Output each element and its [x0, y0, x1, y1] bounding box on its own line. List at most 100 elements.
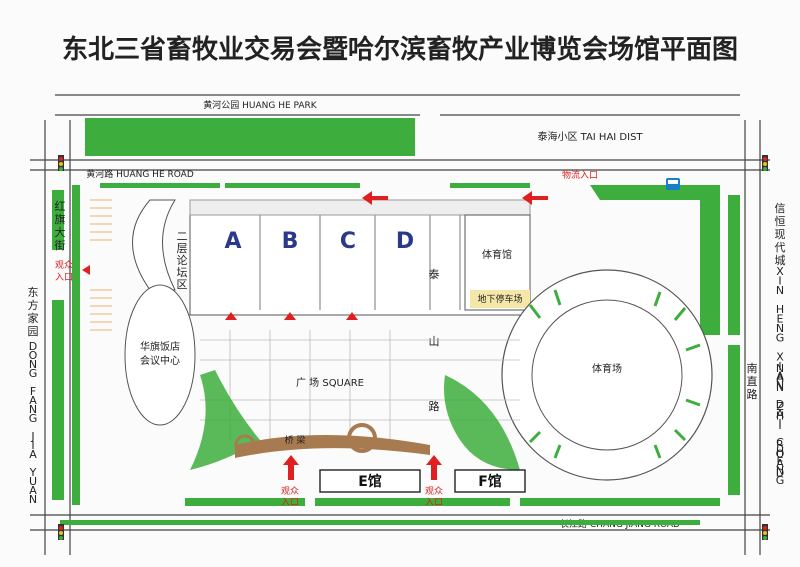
- xinheng_en-letter: G: [776, 332, 785, 345]
- top-green-strip-2: [225, 183, 360, 188]
- dongfang-cn-label: 东 方 家 园: [28, 286, 39, 338]
- entry-arrow-top-left: [362, 191, 388, 205]
- svg-text:街: 街: [55, 238, 66, 252]
- left-green-strip-inner: [72, 185, 80, 505]
- xinheng_en-letter: A: [776, 408, 784, 421]
- svg-text:二: 二: [177, 230, 188, 243]
- huanghe-road-label: 黄河路 HUANG HE ROAD: [86, 168, 194, 180]
- stadium-inner: [531, 299, 683, 451]
- xinheng_en-letter: G: [776, 474, 785, 487]
- dongfang_en-letter: D: [29, 340, 37, 353]
- nanzhi-cn-label: 南 直 路: [747, 362, 758, 401]
- left-visitor-entrance-label-1: 观众: [55, 260, 73, 271]
- xinheng_en-letter: C: [776, 436, 784, 449]
- nanzhi-en-label: NAN ZHI ROAD: [776, 362, 785, 480]
- xinheng_en-letter: H: [776, 303, 784, 316]
- xinheng_en-letter: N: [776, 322, 784, 335]
- hall-c-label: C: [340, 229, 356, 254]
- bottom-visitor-entrance-1-label-2: 入口: [281, 497, 299, 508]
- nanzhi_en-letter: R: [776, 438, 784, 451]
- svg-text:红: 红: [55, 200, 66, 213]
- stadium-label: 体育场: [592, 362, 622, 375]
- taishan-road-label: 泰 山 路: [429, 267, 440, 413]
- svg-text:信: 信: [775, 202, 786, 215]
- svg-text:路: 路: [429, 400, 440, 413]
- underground-parking-area: [470, 290, 530, 308]
- hall-e-box: [319, 469, 421, 493]
- left-parking-hatching: [90, 199, 112, 331]
- xinheng_en-letter: I: [778, 360, 781, 373]
- hall-f-box: [454, 469, 526, 493]
- xinheng_en-letter: I: [778, 275, 781, 288]
- bottom-visitor-entrance-arrow-2: [426, 455, 442, 480]
- huanghe-park-green: [85, 118, 415, 156]
- xinheng_en-letter: D: [776, 398, 784, 411]
- bottom-green-strip-1: [315, 498, 510, 506]
- svg-text:直: 直: [747, 374, 758, 388]
- svg-text:代: 代: [775, 241, 786, 254]
- bottom-green-strip-3: [185, 498, 305, 506]
- left-visitor-entrance-arrow: [82, 265, 90, 275]
- dongfang_en-letter: U: [29, 475, 37, 488]
- svg-text:恒: 恒: [775, 215, 786, 228]
- nanzhi_en-letter: D: [776, 467, 784, 480]
- xinheng_en-letter: E: [777, 313, 784, 326]
- bottom-green-strip-4: [60, 520, 700, 525]
- svg-text:层: 层: [177, 242, 188, 255]
- dongfang_en-letter: G: [29, 412, 38, 425]
- svg-text:南: 南: [747, 362, 758, 375]
- dongfang_en-letter: Y: [29, 466, 37, 479]
- dongfang_en-letter: N: [29, 358, 37, 371]
- xinheng_en-letter: N: [776, 465, 784, 478]
- dongfang_en-letter: N: [29, 403, 37, 416]
- svg-text:坛: 坛: [177, 266, 188, 279]
- hall-a-label: A: [224, 229, 241, 254]
- entry-marks-hall: [225, 312, 358, 320]
- forum-curved-building: [132, 199, 176, 291]
- traffic-light-icon: [762, 524, 768, 540]
- bus-icon: [666, 178, 680, 190]
- top-green-strip-1: [100, 183, 220, 188]
- traffic-light-icon: [58, 155, 64, 171]
- xinheng_en-letter: E: [777, 455, 784, 468]
- svg-text:泰: 泰: [429, 267, 440, 281]
- garden-right: [444, 375, 520, 470]
- bottom-visitor-entrance-arrow-1: [283, 455, 299, 480]
- bridge-label: 桥 梁: [285, 434, 306, 446]
- svg-text:旗: 旗: [55, 212, 66, 226]
- hall-top-band: [189, 199, 531, 216]
- xinheng_en-letter: I: [778, 417, 781, 430]
- bridge-circle-left: [234, 434, 256, 456]
- square-label: 广 场 SQUARE: [296, 376, 364, 389]
- xinheng_en-letter: N: [776, 379, 784, 392]
- svg-text:路: 路: [747, 388, 758, 401]
- nanzhi_en-letter: Z: [776, 400, 784, 413]
- svg-text:园: 园: [28, 325, 39, 338]
- bottom-visitor-entrance-2-label-2: 入口: [425, 497, 443, 508]
- xinheng_en-letter: X: [776, 351, 784, 364]
- dongfang_en-letter: N: [29, 493, 37, 506]
- xinheng-cn-label: 信 恒 现 代 城: [775, 202, 786, 267]
- right-green-area: [590, 185, 720, 335]
- entry-arrow-top-right: [522, 191, 548, 205]
- nanzhi_en-letter: A: [776, 457, 784, 470]
- underground-parking-label: 地下停车场: [477, 293, 522, 305]
- svg-text:区: 区: [177, 278, 188, 291]
- dongfang_en-letter: A: [29, 394, 37, 407]
- huaqi-hotel-building: [124, 284, 196, 426]
- left-visitor-entrance-label-2: 入口: [55, 272, 73, 283]
- right-green-strip-top: [728, 195, 740, 335]
- xinheng_en-letter: H: [776, 446, 784, 459]
- stadium-ring-trees: [528, 289, 701, 459]
- traffic-light-icon: [762, 155, 768, 171]
- gym-label: 体育馆: [482, 248, 512, 261]
- logistics-entrance-label: 物流入口: [562, 169, 598, 181]
- nanzhi_en-letter: O: [776, 448, 785, 461]
- xinheng_en-letter: A: [776, 370, 784, 383]
- dongfang_en-letter: O: [29, 349, 38, 362]
- bottom-visitor-entrance-1-label-1: 观众: [281, 486, 299, 497]
